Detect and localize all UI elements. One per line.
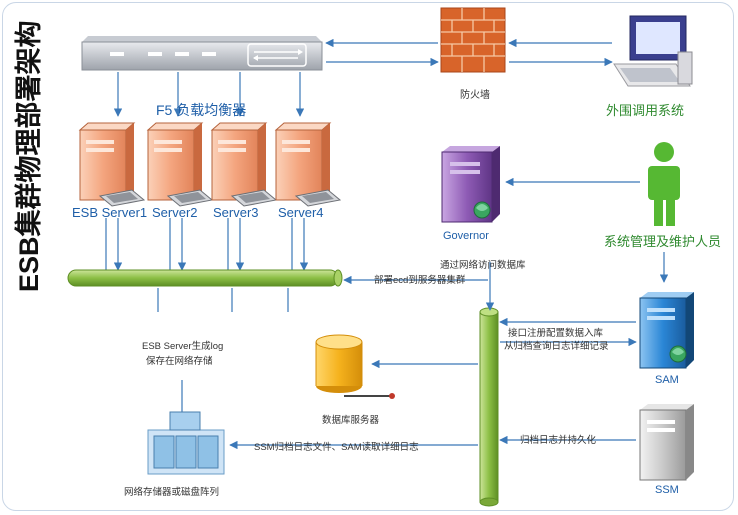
storage-label: 网络存储器或磁盘阵列 (124, 487, 220, 498)
sam-register-edge-label: 接口注册配置数据入库 (508, 328, 604, 339)
server1-label: ESB Server1 (72, 205, 148, 220)
server2-label: Server2 (152, 205, 198, 220)
person-icon (648, 142, 680, 226)
load-balancer-icon (81, 36, 323, 71)
sam-label: SAM (655, 374, 679, 386)
external-system-label: 外围调用系统 (606, 103, 685, 118)
governor-label: Governor (443, 230, 489, 242)
database-label: 数据库服务器 (322, 415, 380, 426)
server-2-icon (146, 122, 214, 207)
deploy-edge-label: 部署ecd到服务器集群 (374, 275, 466, 286)
diagram-title: ESB集群物理部署架构 (13, 20, 44, 292)
log-store-edge-label-1: ESB Server生成log (142, 341, 224, 352)
firewall-label: 防火墙 (460, 90, 490, 101)
firewall-icon (440, 7, 506, 73)
load-balancer-label: F5 负载均衡器 (156, 102, 247, 118)
database-icon (315, 334, 363, 393)
server4-label: Server4 (278, 205, 324, 220)
ssm-storage-edge-label: SSM归档日志文件、SAM读取详细日志 (254, 442, 419, 453)
sam-query-edge-label: 从归档查询日志详细记录 (504, 341, 609, 352)
diagram-title-box: ESB集群物理部署架构 (13, 20, 44, 292)
governor-server-icon (441, 146, 500, 223)
storage-array-icon (147, 411, 225, 475)
admin-label: 系统管理及维护人员 (604, 234, 722, 249)
server-4-icon (274, 122, 342, 207)
ssm-server-icon (639, 404, 694, 481)
horizontal-network-bus (67, 269, 343, 287)
gov-db-edge-label: 通过网络访问数据库 (440, 260, 526, 271)
computer-icon (613, 15, 693, 87)
server-1-icon (78, 122, 146, 207)
server3-label: Server3 (213, 205, 259, 220)
db-connector-icon (344, 393, 395, 399)
server-3-icon (210, 122, 278, 207)
ssm-archive-edge-label: 归档日志并持久化 (520, 435, 597, 446)
log-store-edge-label-2: 保存在网络存储 (146, 356, 213, 367)
ssm-label: SSM (655, 484, 679, 496)
vertical-network-bus (479, 307, 499, 507)
sam-server-icon (639, 292, 694, 369)
